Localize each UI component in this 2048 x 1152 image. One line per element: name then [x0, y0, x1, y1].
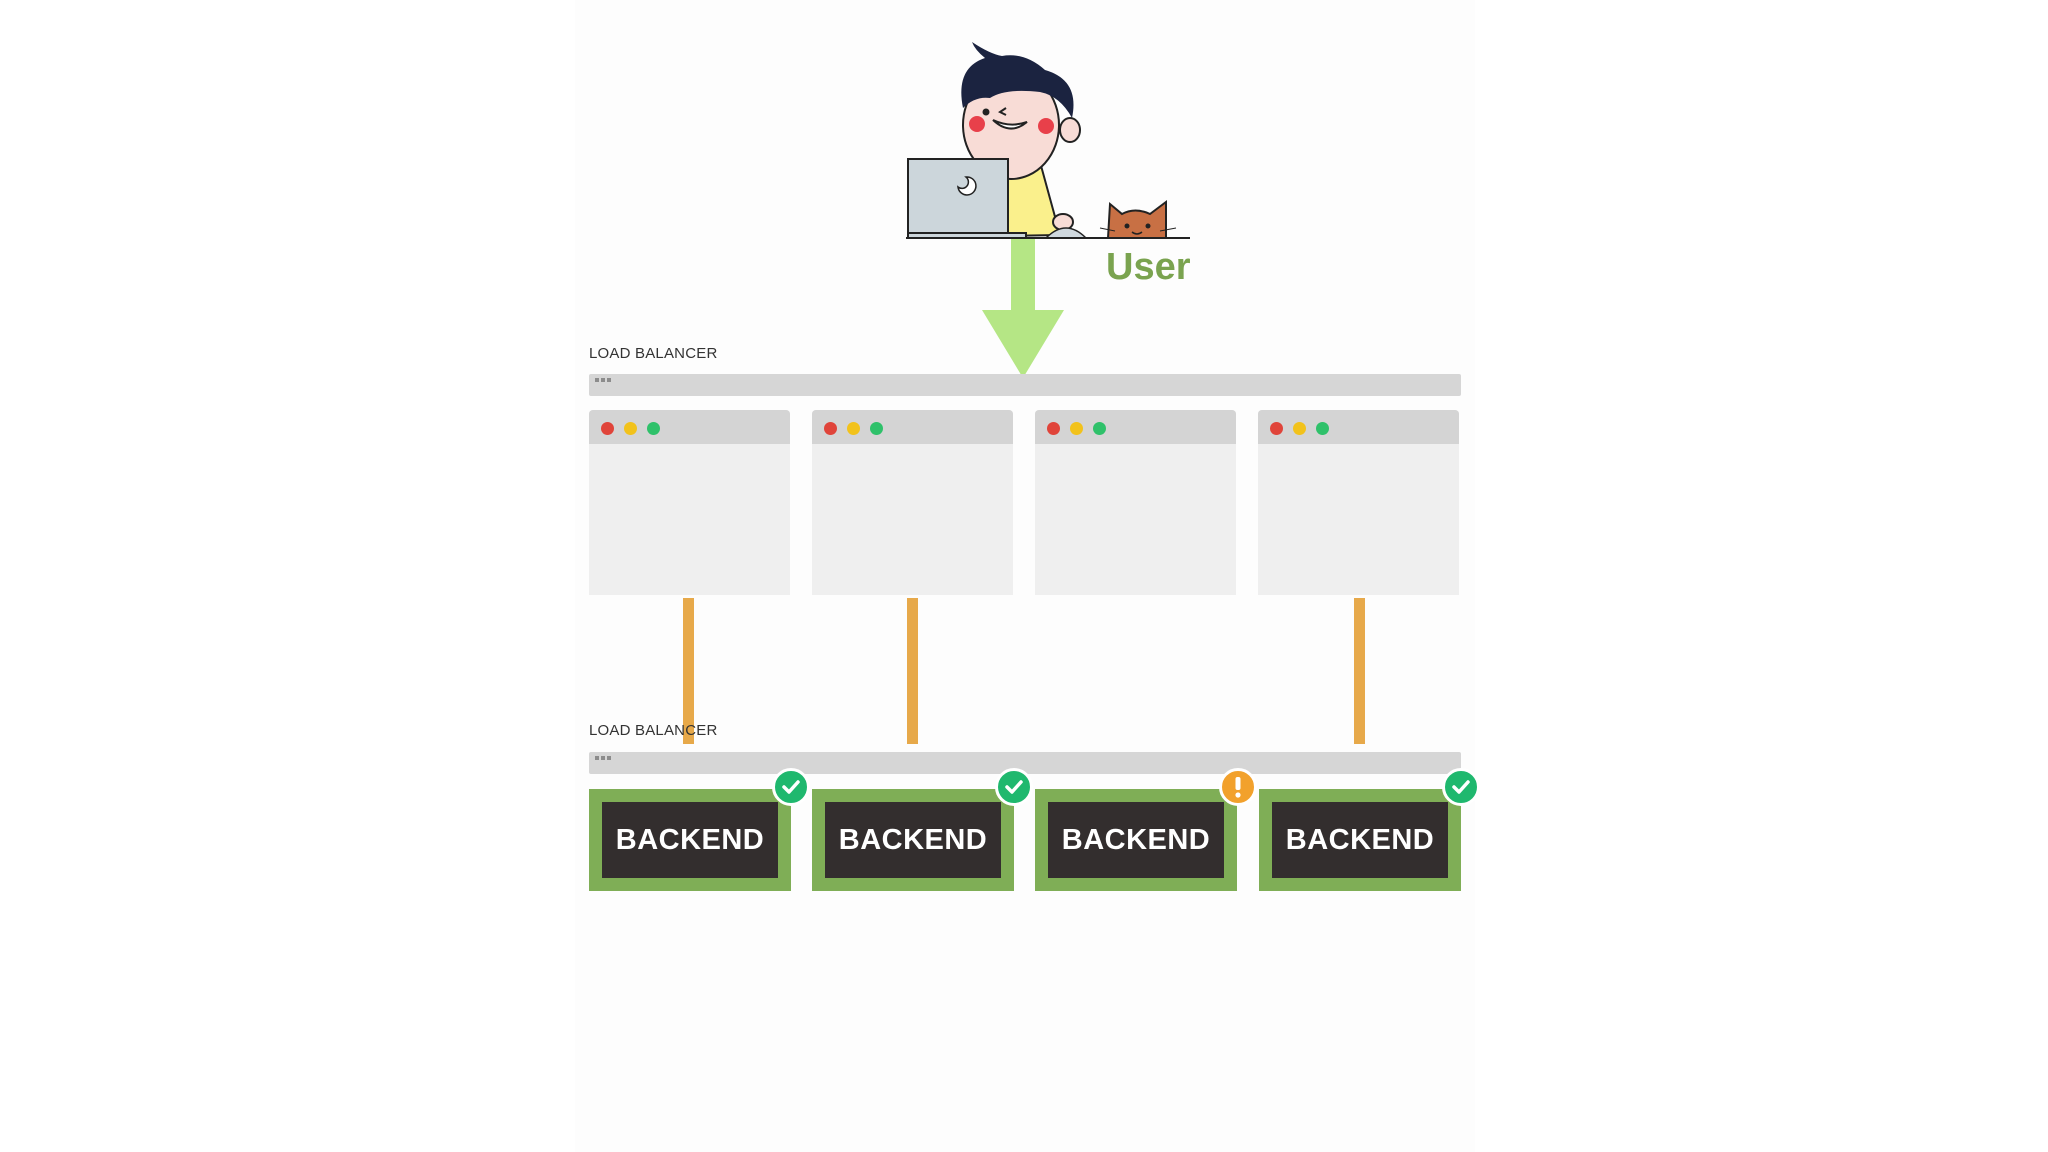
backend-label: BACKEND [839, 824, 988, 857]
browser-window-row [589, 410, 1461, 595]
close-dot-icon [601, 422, 614, 435]
minimize-dot-icon [624, 422, 637, 435]
minimize-dot-icon [1293, 422, 1306, 435]
connector-line [1354, 598, 1365, 744]
arrow-down-icon [982, 239, 1064, 378]
browser-window [1258, 410, 1459, 595]
window-titlebar [812, 410, 1013, 444]
minimize-dot-icon [1070, 422, 1083, 435]
maximize-dot-icon [870, 422, 883, 435]
load-balancer-label-bottom: LOAD BALANCER [589, 722, 717, 739]
window-titlebar [1258, 410, 1459, 444]
backend-box: BACKEND [1259, 789, 1461, 891]
backend-label: BACKEND [1062, 824, 1211, 857]
exclamation-icon [1219, 768, 1257, 806]
window-titlebar [1035, 410, 1236, 444]
person-with-laptop-icon [908, 42, 1086, 238]
backend-box: BACKEND [589, 789, 791, 891]
cat-icon [1100, 202, 1176, 238]
load-balancer-label-top: LOAD BALANCER [589, 345, 717, 362]
connector-line [907, 598, 918, 744]
menu-dots-icon [595, 378, 611, 382]
backend-box: BACKEND [1035, 789, 1237, 891]
backend-box: BACKEND [812, 789, 1014, 891]
browser-window [812, 410, 1013, 595]
checkmark-icon [995, 768, 1033, 806]
maximize-dot-icon [1316, 422, 1329, 435]
user-label: User [1106, 246, 1191, 289]
window-titlebar [589, 410, 790, 444]
maximize-dot-icon [647, 422, 660, 435]
load-balancer-bar-top [589, 374, 1461, 396]
close-dot-icon [1270, 422, 1283, 435]
backend-label: BACKEND [1286, 824, 1435, 857]
checkmark-icon [1442, 768, 1480, 806]
close-dot-icon [824, 422, 837, 435]
browser-window [1035, 410, 1236, 595]
minimize-dot-icon [847, 422, 860, 435]
backend-label: BACKEND [616, 824, 765, 857]
checkmark-icon [772, 768, 810, 806]
maximize-dot-icon [1093, 422, 1106, 435]
close-dot-icon [1047, 422, 1060, 435]
browser-window [589, 410, 790, 595]
menu-dots-icon [595, 756, 611, 760]
